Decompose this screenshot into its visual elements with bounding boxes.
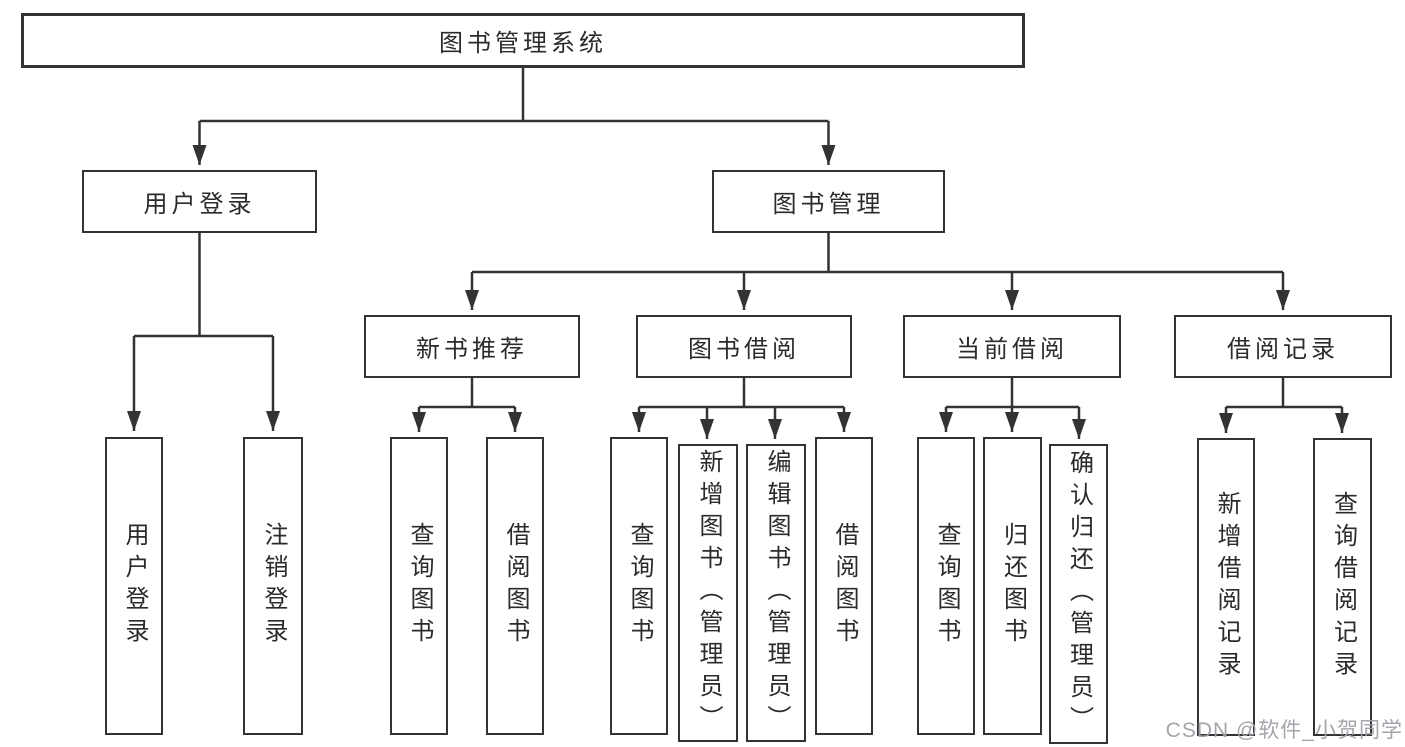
- leaf-add-book-admin: 新增图书（管理员）: [678, 444, 738, 742]
- node-label: 用户登录: [143, 191, 256, 218]
- node-label: 当前借阅: [956, 336, 1068, 363]
- node-label: 归还图书: [999, 522, 1027, 650]
- leaf-logout: 注销登录: [243, 437, 303, 735]
- node-book-management-module: 图书管理: [712, 170, 945, 233]
- leaf-confirm-return-admin: 确认归还（管理员）: [1049, 444, 1108, 744]
- node-root-system: 图书管理系统: [21, 13, 1025, 68]
- node-label: 图书管理: [772, 191, 885, 218]
- leaf-edit-book-admin: 编辑图书（管理员）: [746, 444, 806, 742]
- node-label: 新书推荐: [416, 336, 528, 363]
- node-current-borrow: 当前借阅: [903, 315, 1121, 378]
- leaf-query-books-current: 查询图书: [917, 437, 975, 735]
- node-label: 图书管理系统: [439, 30, 607, 57]
- node-label: 用户登录: [121, 522, 148, 650]
- node-book-borrow: 图书借阅: [636, 315, 852, 378]
- node-label: 图书借阅: [688, 336, 800, 363]
- node-borrow-records: 借阅记录: [1174, 315, 1392, 378]
- leaf-user-login: 用户登录: [105, 437, 163, 735]
- node-user-login-module: 用户登录: [82, 170, 317, 233]
- node-label: 确认归还（管理员）: [1065, 450, 1093, 738]
- node-label: 借阅图书: [502, 522, 529, 650]
- csdn-watermark: CSDN @软件_小贺同学: [1165, 719, 1403, 742]
- leaf-query-books-recommend: 查询图书: [390, 437, 448, 735]
- node-label: 查询图书: [933, 522, 960, 650]
- node-label: 借阅图书: [831, 522, 858, 650]
- leaf-return-book: 归还图书: [983, 437, 1042, 735]
- node-label: 查询图书: [626, 522, 653, 650]
- node-label: 新增借阅记录: [1213, 491, 1240, 683]
- leaf-add-borrow-record: 新增借阅记录: [1197, 438, 1255, 736]
- node-label: 编辑图书（管理员）: [763, 449, 790, 737]
- node-label: 新增图书（管理员）: [695, 449, 722, 737]
- leaf-borrow-books: 借阅图书: [815, 437, 873, 735]
- leaf-query-books-borrow: 查询图书: [610, 437, 668, 735]
- leaf-borrow-books-recommend: 借阅图书: [486, 437, 544, 735]
- node-label: 注销登录: [260, 522, 287, 650]
- node-new-book-recommend: 新书推荐: [364, 315, 580, 378]
- node-label: 查询图书: [406, 522, 433, 650]
- node-label: 借阅记录: [1227, 336, 1339, 363]
- node-label: 查询借阅记录: [1329, 491, 1357, 683]
- leaf-query-borrow-record: 查询借阅记录: [1313, 438, 1372, 736]
